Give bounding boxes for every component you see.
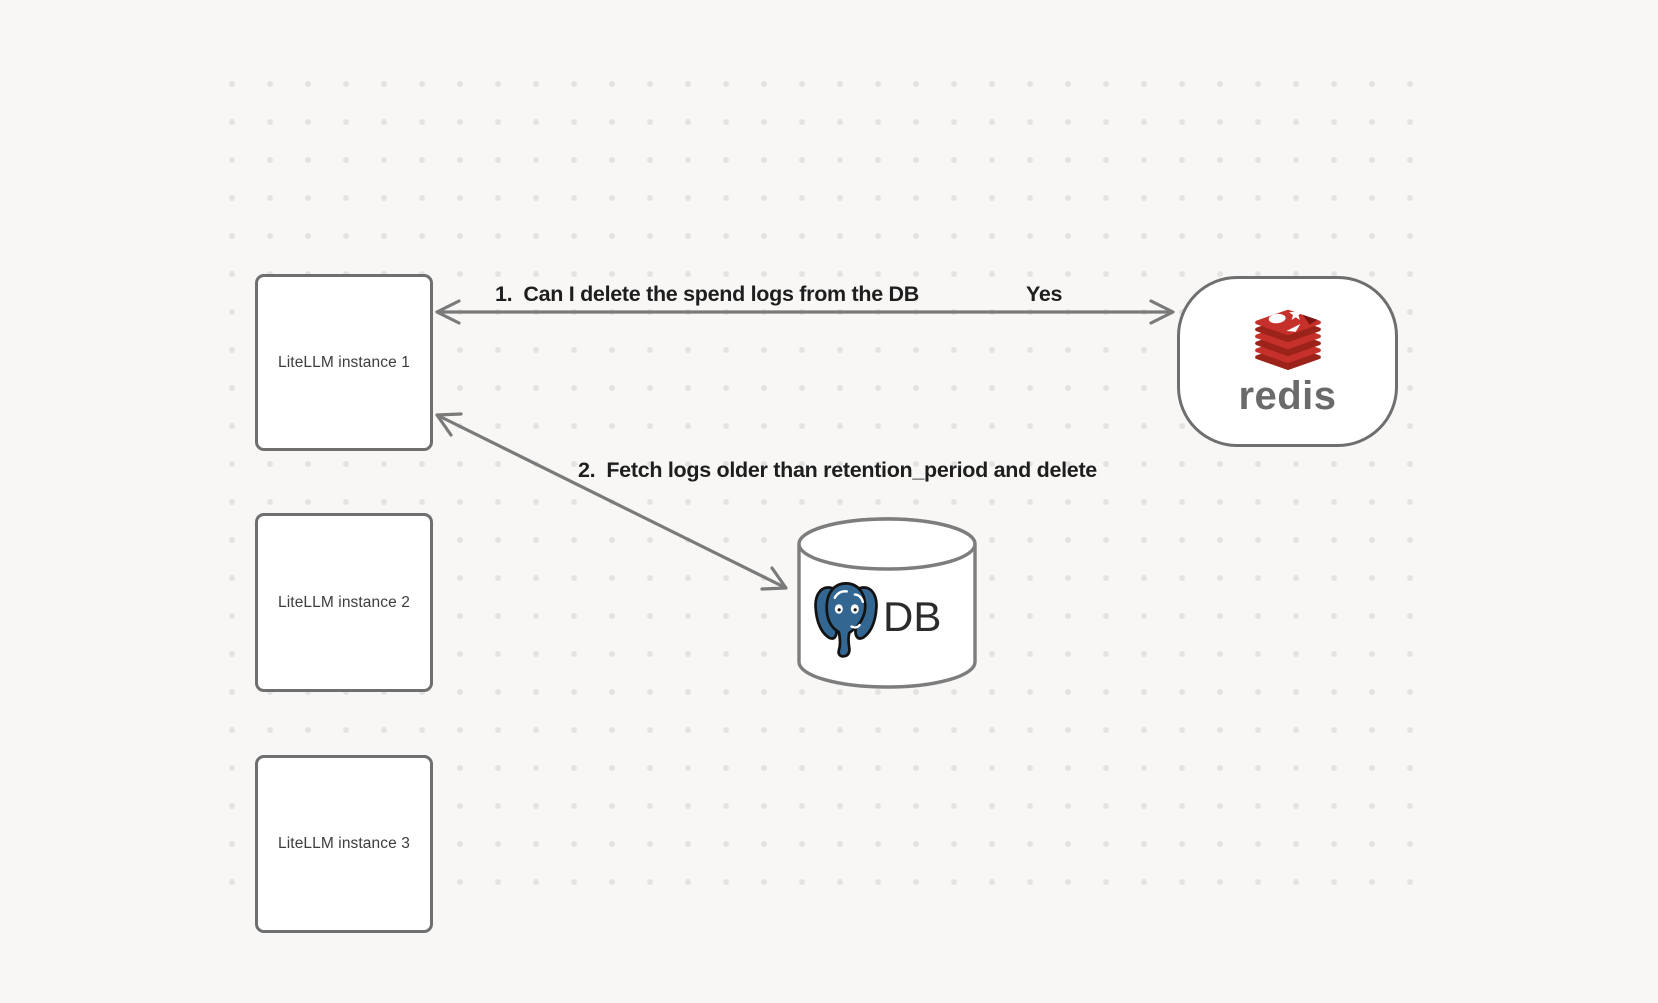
litellm-instance-1-box[interactable]: LiteLLM instance 1 — [255, 274, 433, 451]
arrowhead-left-icon — [435, 299, 461, 325]
message-2-text: Fetch logs older than retention_period a… — [606, 458, 1097, 482]
litellm-instance-1-label: LiteLLM instance 1 — [278, 353, 410, 371]
litellm-instance-2-box[interactable]: LiteLLM instance 2 — [255, 513, 433, 692]
postgresql-logo-icon — [814, 582, 878, 658]
message-2-label[interactable]: 2. Fetch logs older than retention_period… — [578, 457, 1097, 483]
arrow-db-exchange[interactable] — [435, 412, 788, 591]
redis-wordmark: redis — [1238, 374, 1337, 418]
redis-node[interactable]: redis — [1177, 276, 1398, 447]
message-1-number: 1. — [495, 282, 513, 306]
redis-logo-icon — [1254, 307, 1321, 370]
message-1-response-text: Yes — [1026, 282, 1063, 306]
db-label: DB — [883, 593, 942, 640]
litellm-instance-3-label: LiteLLM instance 3 — [278, 835, 410, 852]
arrowhead-right-icon — [1149, 299, 1175, 325]
arrowhead-lower-icon — [760, 566, 788, 591]
db-content: DB — [810, 574, 941, 660]
arrow-redis-exchange[interactable] — [435, 299, 1175, 325]
message-1-text: Can I delete the spend logs from the DB — [523, 282, 919, 306]
message-1-response-label[interactable]: Yes — [1026, 281, 1062, 307]
message-1-label[interactable]: 1. Can I delete the spend logs from the D… — [495, 281, 919, 307]
arrowhead-upper-icon — [435, 412, 463, 437]
litellm-instance-3-box[interactable]: LiteLLM instance 3 — [255, 755, 433, 933]
message-2-number: 2. — [578, 458, 596, 482]
litellm-instance-2-label: LiteLLM instance 2 — [278, 593, 410, 611]
